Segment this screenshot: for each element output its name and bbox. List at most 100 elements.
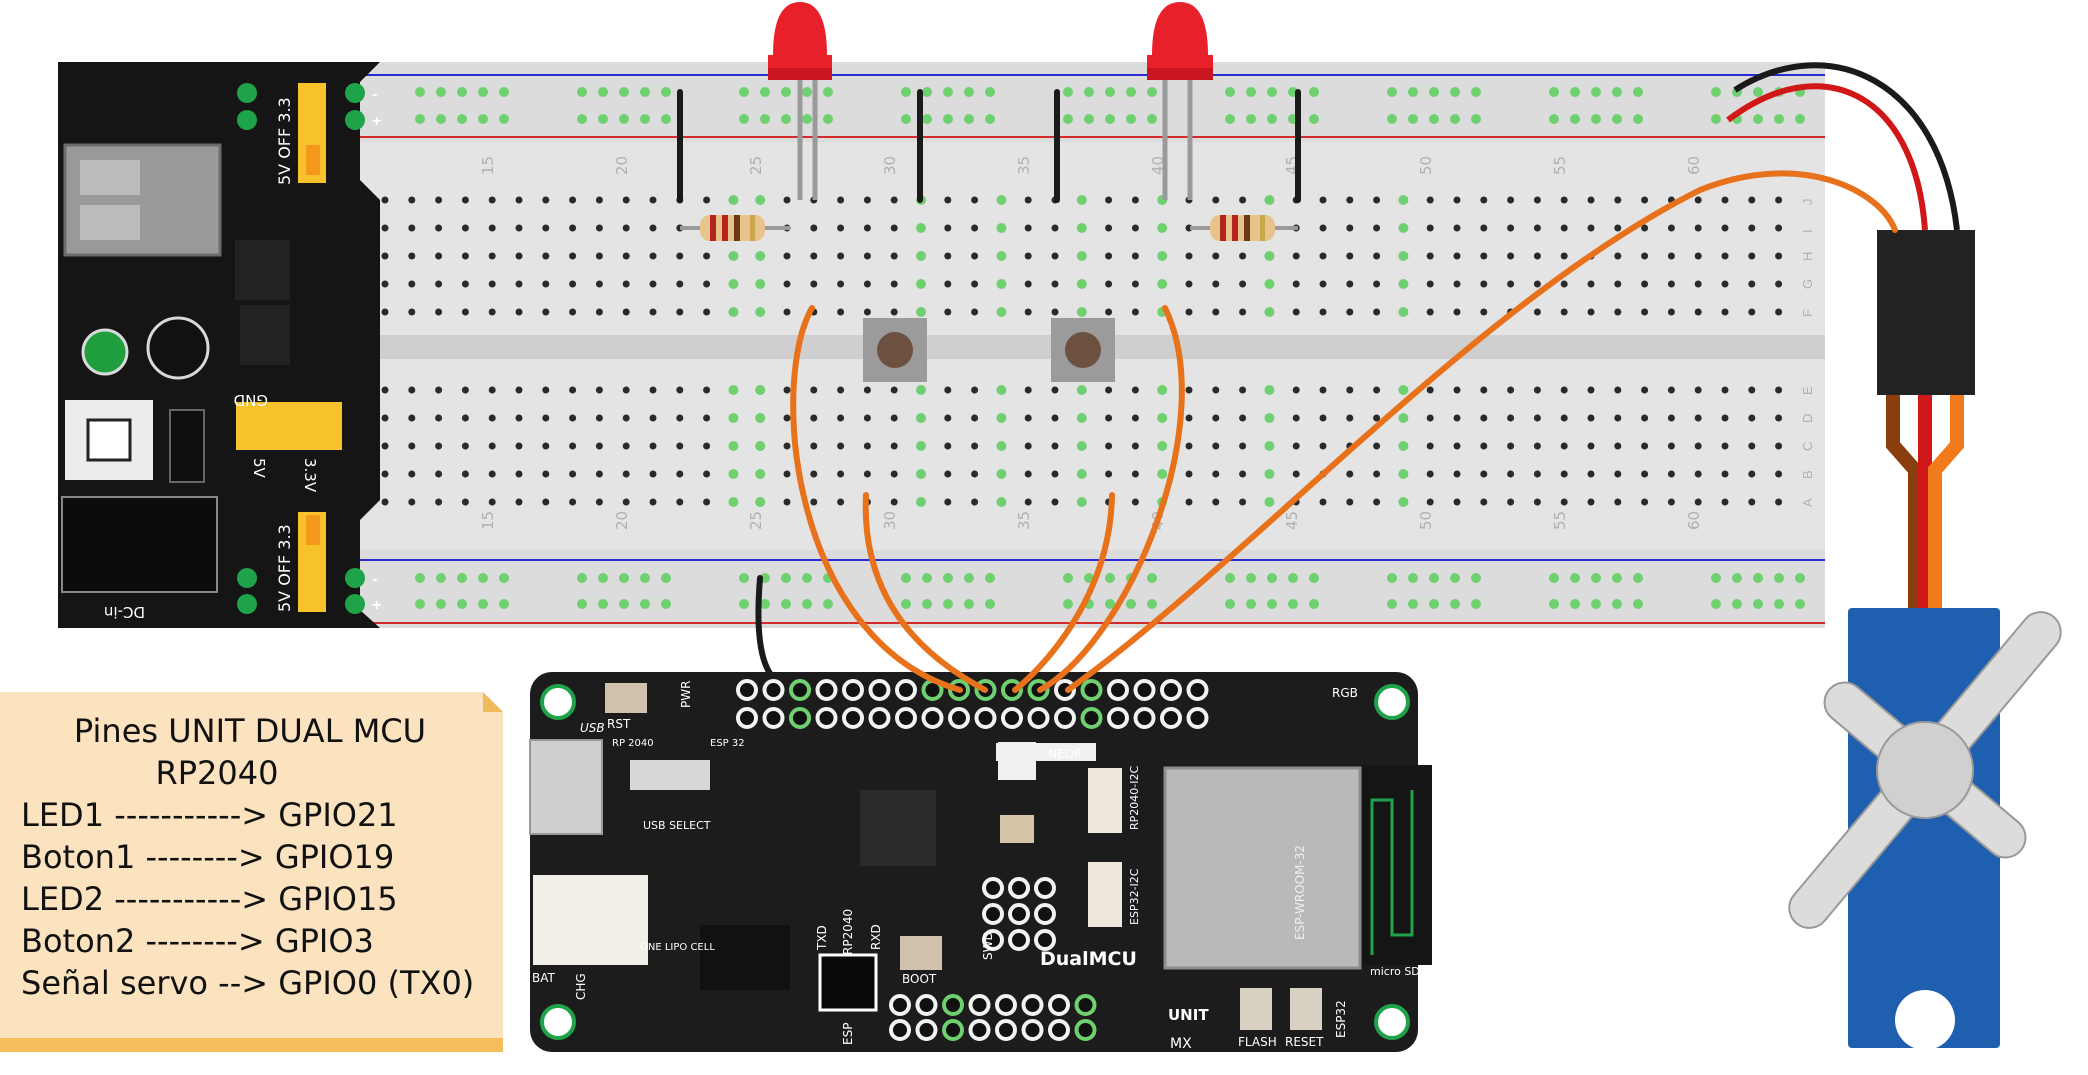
breadboard-hole (1587, 386, 1595, 394)
breadboard-hole (1560, 196, 1568, 204)
breadboard-hole (542, 470, 550, 478)
breadboard-hole (760, 114, 770, 124)
breadboard-hole (810, 224, 818, 232)
breadboard-hole (1775, 308, 1783, 316)
header-pin (948, 707, 970, 729)
breadboard-hole (1450, 114, 1460, 124)
breadboard-hole (1212, 280, 1220, 288)
breadboard-hole (595, 386, 603, 394)
breadboard-hole (1694, 414, 1702, 422)
i2c-rp-label: RP2040-I2C (1128, 766, 1141, 830)
breadboard-hole (1105, 414, 1113, 422)
3v3-label: 3.3V (301, 458, 319, 493)
header-pin (815, 707, 838, 729)
breadboard-hole (435, 498, 443, 506)
reset-button[interactable] (1290, 988, 1322, 1030)
breadboard-hole (640, 599, 650, 609)
breadboard-hole (964, 87, 974, 97)
breadboard-hole (622, 470, 630, 478)
header-pin (1074, 994, 1097, 1016)
breadboard-hole (1480, 224, 1488, 232)
wroom-label: ESP-WROOM-32 (1293, 845, 1307, 940)
breadboard-hole (922, 87, 932, 97)
wire-servo-vcc (1726, 83, 1928, 231)
breadboard-hole (488, 386, 496, 394)
breadboard-hole (1480, 252, 1488, 260)
breadboard-hole (1212, 386, 1220, 394)
breadboard-hole (996, 497, 1007, 507)
breadboard-hole (1225, 114, 1235, 124)
breadboard-hole (728, 279, 739, 289)
boot-button[interactable] (900, 936, 942, 970)
breadboard-hole (1570, 599, 1580, 609)
row-letter: F (1800, 309, 1815, 317)
breadboard-hole (381, 442, 389, 450)
breadboard-hole (1292, 252, 1300, 260)
breadboard-hole (1131, 224, 1139, 232)
breadboard-hole (1507, 252, 1515, 260)
breadboard-hole (1612, 573, 1622, 583)
breadboard-hole (1131, 498, 1139, 506)
breadboard-hole (1024, 442, 1032, 450)
usb-select-switch[interactable] (630, 760, 710, 790)
breadboard-hole (1549, 87, 1559, 97)
breadboard-hole (1063, 573, 1073, 583)
esp-label: ESP (841, 1023, 855, 1045)
dc-jack[interactable] (61, 496, 218, 593)
header-pin (868, 679, 891, 701)
breadboard-hole (1641, 308, 1649, 316)
breadboard-hole (1774, 599, 1784, 609)
pushbutton-2[interactable] (1051, 318, 1115, 382)
breadboard-hole (478, 573, 488, 583)
flash-button[interactable] (1240, 988, 1272, 1030)
pushbutton-1[interactable] (863, 318, 927, 382)
breadboard-hole (595, 498, 603, 506)
breadboard-hole (1429, 87, 1439, 97)
breadboard-hole (1373, 280, 1381, 288)
rail-minus-bottom: - (372, 571, 377, 588)
note-fold (483, 692, 503, 712)
breadboard-hole (1667, 414, 1675, 422)
breadboard-hole (1480, 470, 1488, 478)
breadboard-hole (1429, 114, 1439, 124)
breadboard-hole (622, 386, 630, 394)
breadboard-hole (1346, 498, 1354, 506)
breadboard-hole (728, 307, 739, 317)
breadboard-hole (837, 442, 845, 450)
breadboard-hole (916, 223, 926, 233)
breadboard-hole (890, 470, 898, 478)
breadboard-hole (1570, 573, 1580, 583)
breadboard-hole (1157, 223, 1168, 233)
breadboard-hole (971, 442, 979, 450)
breadboard-hole (985, 599, 995, 609)
breadboard-hole (783, 442, 791, 450)
breadboard-hole (542, 224, 550, 232)
breadboard-hole (649, 498, 657, 506)
breadboard-hole (1774, 573, 1784, 583)
breadboard-hole (1076, 413, 1087, 423)
breadboard-hole (1795, 573, 1805, 583)
header-pin (842, 707, 864, 729)
breadboard-hole (1641, 442, 1649, 450)
header-pin (736, 707, 758, 729)
breadboard-hole (408, 252, 416, 260)
breadboard-hole (542, 442, 550, 450)
column-number: 45 (1283, 511, 1301, 530)
breadboard-hole (1667, 470, 1675, 478)
breadboard-hole (1319, 308, 1327, 316)
breadboard-hole (569, 470, 577, 478)
usb-c-port[interactable] (529, 739, 603, 835)
rst-button[interactable] (605, 683, 647, 713)
breadboard-hole (1147, 114, 1157, 124)
breadboard-hole (649, 196, 657, 204)
breadboard-hole (435, 442, 443, 450)
breadboard-hole (1157, 385, 1168, 395)
breadboard-hole (1795, 599, 1805, 609)
battery-connector[interactable] (533, 875, 648, 965)
breadboard-hole (1024, 252, 1032, 260)
breadboard-hole (1084, 114, 1094, 124)
breadboard-hole (1373, 252, 1381, 260)
led2 (1147, 2, 1213, 200)
breadboard-hole (577, 114, 587, 124)
wire-led1 (790, 305, 963, 693)
